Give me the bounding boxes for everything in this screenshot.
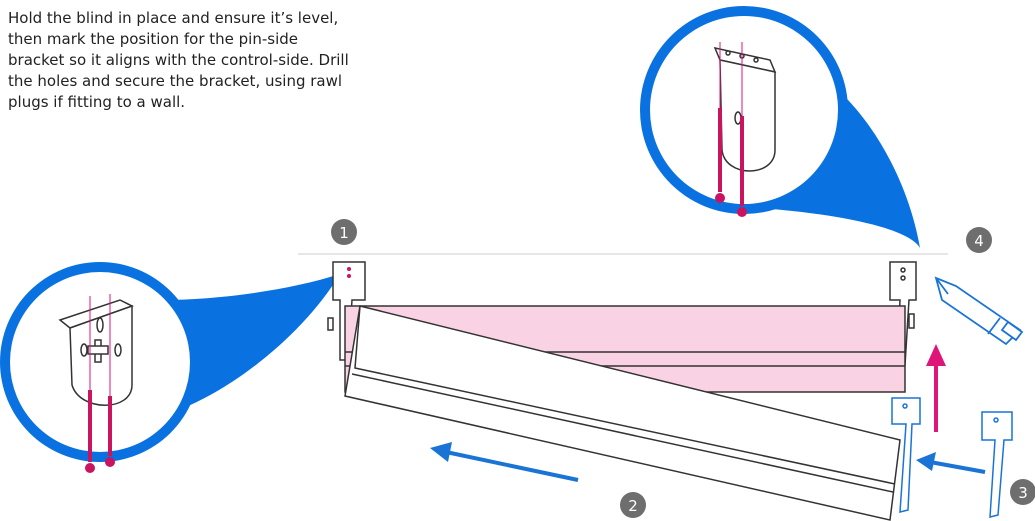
callout-pointer [160, 274, 340, 416]
step-badge-4: 4 [966, 227, 992, 253]
pin-side-callout [640, 6, 920, 248]
control-side-callout [0, 262, 340, 473]
step-badge-3: 3 [1010, 479, 1035, 505]
screw-icon [715, 108, 747, 217]
step-badge-label: 2 [628, 497, 638, 515]
bracket-icon [713, 46, 777, 172]
pencil-icon [934, 276, 1024, 346]
instruction-line: then mark the position for the pin-side [8, 30, 299, 48]
screw-icon [85, 390, 115, 473]
step-badge-1: 1 [331, 219, 357, 245]
arrow-icon [430, 442, 986, 482]
bracket-icon [891, 397, 1013, 518]
instruction-line: the holes and secure the bracket, using … [8, 72, 343, 90]
bracket-icon [58, 299, 134, 406]
instruction-line: Hold the blind in place and ensure it’s … [8, 9, 339, 27]
step-badge-label: 1 [339, 224, 349, 242]
step-badge-label: 4 [974, 232, 984, 250]
instruction-text: Hold the blind in place and ensure it’s … [8, 8, 418, 113]
arrow-icon [926, 344, 946, 432]
step-badge-label: 3 [1018, 484, 1028, 502]
step-badge-2: 2 [620, 492, 646, 518]
instruction-line: plugs if fitting to a wall. [8, 93, 186, 111]
blind-tilted [344, 305, 901, 521]
instruction-line: bracket so it aligns with the control-si… [8, 51, 349, 69]
